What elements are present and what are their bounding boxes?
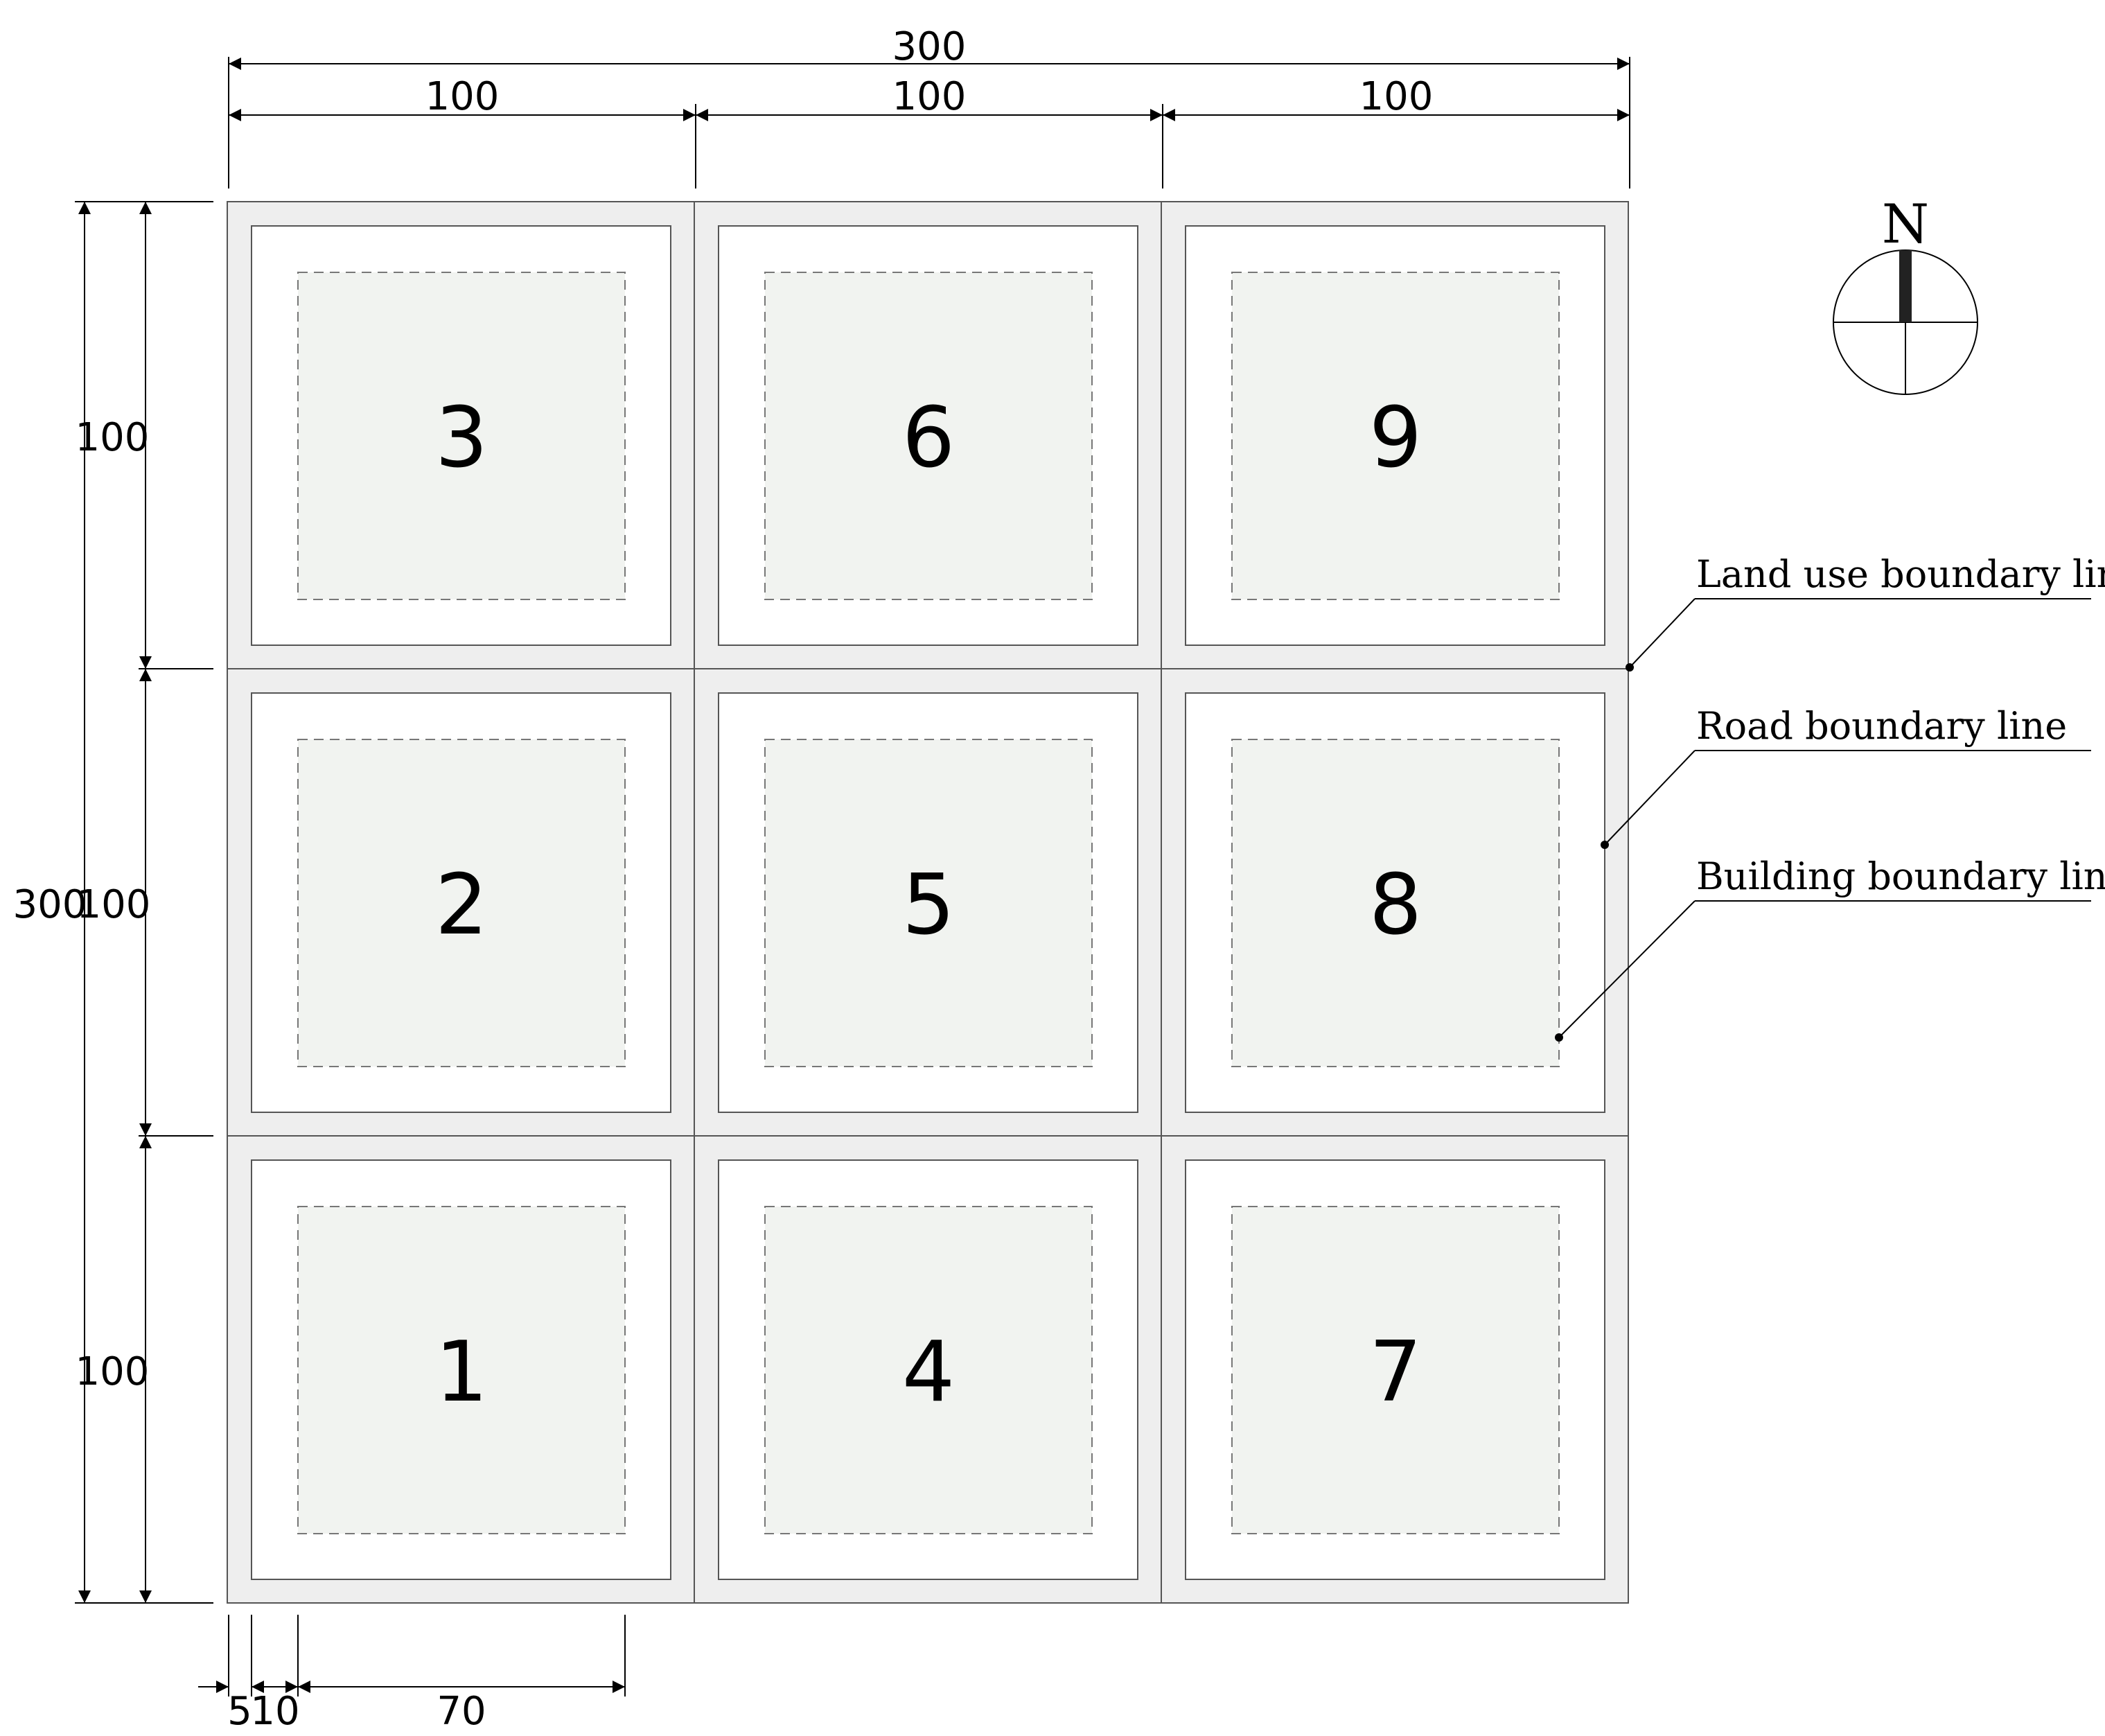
plot-number: 6 <box>902 390 955 486</box>
legend-label: Land use boundary line <box>1696 552 2105 596</box>
col-width-label-3: 100 <box>1359 74 1434 119</box>
offset-label-10: 10 <box>250 1689 299 1734</box>
north-arrow-icon: N <box>1833 193 1978 395</box>
offset-label-70: 70 <box>437 1689 486 1734</box>
total-height-label: 300 <box>13 882 87 927</box>
row-height-label-2: 100 <box>77 882 151 927</box>
plot-number: 7 <box>1369 1324 1422 1421</box>
top-dimensions <box>228 57 1630 188</box>
legend-label: Road boundary line <box>1696 704 2067 748</box>
building-boundary <box>297 1206 626 1534</box>
legend-land-use: Land use boundary line <box>1626 552 2105 672</box>
callout-leader <box>1629 598 1696 668</box>
plot-number: 2 <box>435 857 488 954</box>
legend-label: Building boundary line <box>1696 854 2105 898</box>
building-boundary <box>764 739 1093 1067</box>
plot-4: 4 <box>718 1159 1138 1580</box>
plot-1: 1 <box>251 1159 671 1580</box>
total-width-label: 300 <box>892 24 967 69</box>
plot-7: 7 <box>1185 1159 1605 1580</box>
building-boundary <box>764 1206 1093 1534</box>
bottom-dimensions <box>198 1615 626 1696</box>
building-boundary <box>297 739 626 1067</box>
plot-number: 4 <box>902 1324 955 1421</box>
plot-3: 3 <box>251 225 671 646</box>
plot-6: 6 <box>718 225 1138 646</box>
left-dimensions <box>75 201 213 1604</box>
col-width-label-1: 100 <box>425 74 500 119</box>
building-boundary <box>1231 272 1560 600</box>
north-pointer <box>1899 250 1912 322</box>
plot-number: 3 <box>435 390 488 486</box>
plot-number: 9 <box>1369 390 1422 486</box>
north-label: N <box>1882 193 1929 256</box>
plot-5: 5 <box>718 692 1138 1113</box>
row-height-label-3: 100 <box>76 1349 150 1394</box>
col-width-label-2: 100 <box>892 74 967 119</box>
plot-8: 8 <box>1185 692 1605 1113</box>
plot-number: 1 <box>435 1324 488 1421</box>
building-boundary <box>764 272 1093 600</box>
plot-9: 9 <box>1185 225 1605 646</box>
callout-leader <box>1604 750 1696 845</box>
plot-2: 2 <box>251 692 671 1113</box>
plot-number: 8 <box>1369 857 1422 954</box>
building-boundary <box>297 272 626 600</box>
building-boundary <box>1231 1206 1560 1534</box>
callout-leader <box>1558 900 1696 1038</box>
building-boundary <box>1231 739 1560 1067</box>
legend-road: Road boundary line <box>1601 704 2091 849</box>
plot-number: 5 <box>902 857 955 954</box>
offset-label-5: 5 <box>227 1689 252 1734</box>
legend-building: Building boundary line <box>1555 854 2105 1042</box>
row-height-label-1: 100 <box>76 415 150 460</box>
